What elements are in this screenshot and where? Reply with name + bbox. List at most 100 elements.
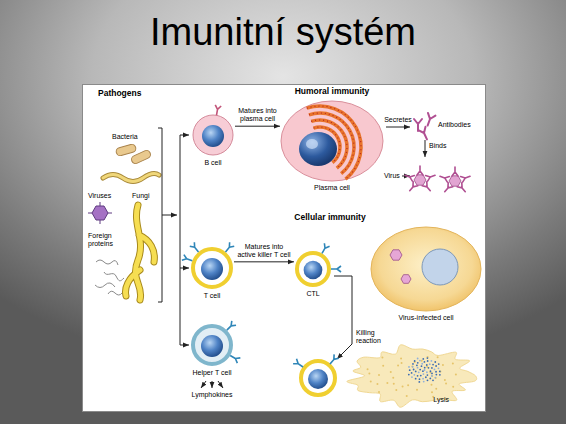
cell-shape <box>421 360 423 362</box>
cell-shape <box>424 367 426 369</box>
cell-shape <box>202 125 224 147</box>
cell-shape <box>432 364 434 366</box>
cell-shape <box>367 368 369 370</box>
cell-shape <box>435 374 437 376</box>
receptor <box>229 353 241 363</box>
cell-shape <box>431 373 433 375</box>
cell-shape <box>432 379 434 381</box>
cell-shape <box>425 376 427 378</box>
cell-shape <box>376 383 378 385</box>
cell-shape <box>370 380 372 382</box>
cell-shape <box>411 372 413 374</box>
cell-shape <box>392 377 394 379</box>
cell-shape <box>400 357 402 359</box>
virus-antibody-cluster <box>439 173 450 182</box>
cell-node: CTL <box>294 250 332 288</box>
cell-shape <box>422 378 424 380</box>
protein-icon <box>95 260 124 295</box>
fungi-icon <box>126 205 155 300</box>
pathogen-bracket <box>180 135 189 136</box>
receptor <box>223 242 234 254</box>
receptor <box>214 105 222 116</box>
cell-shape <box>424 369 426 371</box>
cell-shape <box>350 345 475 407</box>
pathogen-bracket <box>180 268 189 269</box>
killer-cell-icon <box>301 361 335 395</box>
section-heading: Cellular immunity <box>294 213 365 223</box>
protein-icon <box>108 291 122 295</box>
secretes-arrow <box>386 127 425 176</box>
virus-antibody-cluster <box>404 172 415 181</box>
cell-shape <box>306 139 318 149</box>
cell-shape <box>427 356 429 358</box>
cell-shape <box>420 375 422 377</box>
cell-shape <box>406 395 408 397</box>
virus-icon <box>92 206 108 220</box>
cell-shape <box>427 360 429 362</box>
connector-arrow <box>234 261 294 262</box>
cell-shape <box>427 357 429 359</box>
virus-antibody-cluster <box>404 166 471 194</box>
cell-shape <box>412 366 414 368</box>
cell-shape <box>419 378 421 380</box>
cell-shape <box>427 374 429 376</box>
fungi-icon <box>126 205 155 300</box>
cell-shape <box>417 367 419 369</box>
cell-shape <box>423 381 425 383</box>
cell-node: Helper T cell <box>190 323 234 367</box>
cell-shape <box>414 361 416 363</box>
cell-shape <box>431 367 433 369</box>
cell-shape <box>442 364 444 366</box>
cell-shape <box>452 362 454 364</box>
cell-shape <box>417 362 419 364</box>
pathogen-bracket <box>158 128 162 302</box>
bacteria-icon <box>103 174 159 182</box>
secretes-arrow <box>386 127 410 128</box>
receptor <box>225 321 236 332</box>
cell-shape <box>426 364 428 366</box>
cell-shape <box>411 376 413 378</box>
text-label: Secretes <box>384 116 412 124</box>
cell-node: Plasma cell <box>280 100 384 182</box>
cell-shape <box>431 391 433 393</box>
cell-shape <box>418 381 420 383</box>
cell-shape <box>431 384 433 386</box>
cell-shape <box>371 227 481 311</box>
cell-shape <box>417 358 419 360</box>
edge-label: Matures into active killer T cell <box>236 243 292 259</box>
cell-shape <box>347 345 477 407</box>
cell-shape <box>430 370 432 372</box>
cell-shape <box>280 100 384 182</box>
killer-cell-icon <box>308 369 328 389</box>
cell-shape <box>416 389 418 391</box>
cell-shape <box>304 261 323 280</box>
text-label: Bacteria <box>112 133 138 141</box>
edge-label: Matures into plasma cell <box>234 107 282 123</box>
cell-shape <box>413 369 415 371</box>
receptor <box>190 242 201 254</box>
bacteria-icon <box>103 174 159 182</box>
cell-label: T cell <box>204 292 221 300</box>
text-label: Killing reaction <box>356 329 394 345</box>
cell-shape <box>434 361 436 363</box>
receptor <box>182 255 193 264</box>
cell-shape <box>421 365 423 367</box>
lymphokine-arrows <box>212 381 213 388</box>
cell-shape <box>382 365 384 367</box>
cell-shape <box>395 389 397 391</box>
text-label: Lymphokines <box>192 391 233 399</box>
section-heading: Humoral immunity <box>295 87 370 97</box>
cell-shape <box>378 391 380 393</box>
receptor <box>319 243 329 255</box>
cell-shape <box>421 363 423 365</box>
cell-shape <box>415 378 417 380</box>
cell-shape <box>411 365 413 367</box>
cell-shape <box>437 356 439 358</box>
cell-shape <box>390 371 392 373</box>
cell-shape <box>412 363 414 365</box>
fungi-icon <box>126 205 155 300</box>
protein-icon <box>104 272 124 281</box>
connector-arrow <box>235 126 280 127</box>
cell-label: Helper T cell <box>192 369 231 377</box>
